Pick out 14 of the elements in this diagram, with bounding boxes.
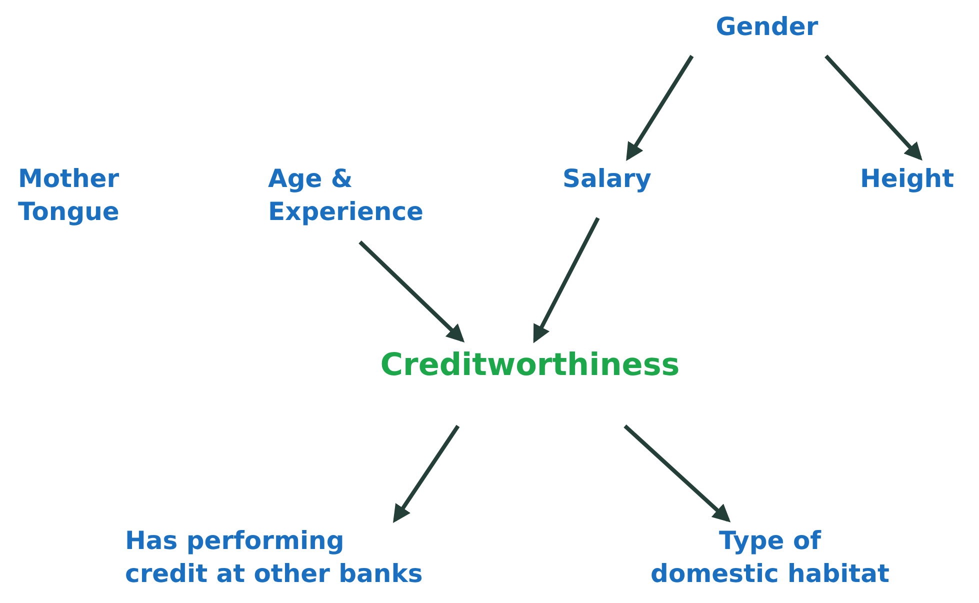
factor-label: Gender: [714, 11, 820, 43]
arrow: [393, 424, 460, 523]
arrow: [824, 54, 922, 161]
target-label: Creditworthiness: [379, 346, 681, 385]
factor-label: Type of domestic habitat: [650, 525, 890, 590]
arrow: [358, 240, 465, 342]
arrow: [626, 54, 694, 162]
factor-label: Has performing credit at other banks: [125, 525, 424, 590]
factor-label: Age & Experience: [268, 163, 424, 228]
factor-label: Salary: [562, 163, 652, 195]
factor-label: Mother Tongue: [18, 163, 120, 228]
arrow: [533, 217, 600, 344]
factor-label: Height: [858, 163, 956, 195]
arrow: [624, 424, 731, 522]
